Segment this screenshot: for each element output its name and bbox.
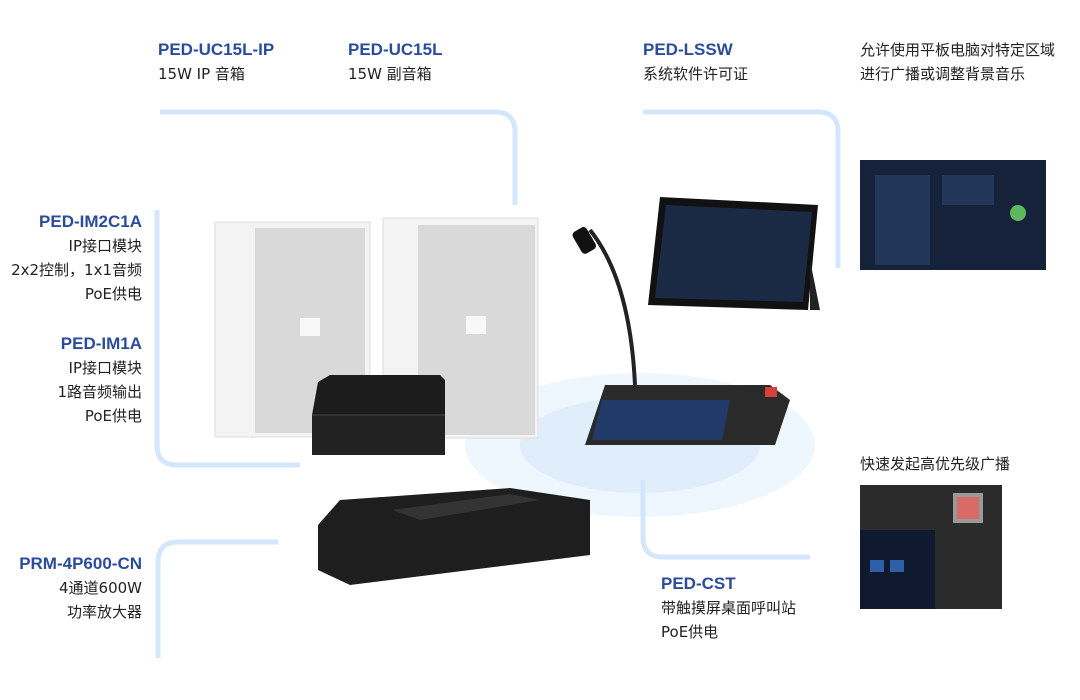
model-desc: 2x2控制，1x1音频 xyxy=(11,261,142,279)
tablet xyxy=(648,197,820,310)
info-icon xyxy=(870,560,884,572)
callout-priority: 快速发起高优先级广播 xyxy=(860,452,1010,476)
model-desc: PoE供电 xyxy=(661,623,719,641)
model-desc: 4通道600W xyxy=(58,579,142,597)
exit-icon xyxy=(890,560,904,572)
line-cst xyxy=(640,480,810,560)
line-speakers xyxy=(160,109,518,205)
callout-line: 允许使用平板电脑对特定区域 xyxy=(860,41,1056,59)
call-station xyxy=(572,227,790,445)
line-prm xyxy=(155,539,278,658)
priority-button-closeup xyxy=(860,485,1002,609)
model-desc: 功率放大器 xyxy=(66,603,142,621)
label-prm-4p600-cn: PRM-4P600-CN 4通道600W 功率放大器 xyxy=(19,552,142,624)
model-desc: 15W 副音箱 xyxy=(348,65,432,83)
label-ped-uc15l: PED-UC15L 15W 副音箱 xyxy=(348,38,442,86)
model-name: PED-CST xyxy=(661,574,736,593)
label-ped-im1a: PED-IM1A IP接口模块 1路音频输出 PoE供电 xyxy=(57,332,142,428)
model-desc: 1路音频输出 xyxy=(57,383,142,401)
callout-tablet: 允许使用平板电脑对特定区域 进行广播或调整背景音乐 xyxy=(860,38,1055,86)
ip-modules xyxy=(312,375,445,455)
model-desc: PoE供电 xyxy=(84,285,142,303)
callout-line: 进行广播或调整背景音乐 xyxy=(860,65,1026,83)
model-name: PED-LSSW xyxy=(643,40,733,59)
model-desc: 带触摸屏桌面呼叫站 xyxy=(661,599,797,617)
amplifier xyxy=(318,488,590,585)
label-ped-lssw: PED-LSSW 系统软件许可证 xyxy=(643,38,748,86)
model-desc: IP接口模块 xyxy=(68,237,142,255)
model-name: PED-UC15L xyxy=(348,40,443,59)
model-desc: PoE供电 xyxy=(84,407,142,425)
model-desc: IP接口模块 xyxy=(68,359,142,377)
software-screenshot xyxy=(860,160,1046,270)
model-name: PRM-4P600-CN xyxy=(19,554,142,573)
line-im xyxy=(154,210,300,468)
priority-button-icon xyxy=(957,497,979,519)
callout-line: 快速发起高优先级广播 xyxy=(860,455,1011,473)
model-name: PED-IM2C1A xyxy=(39,212,142,231)
model-desc: 系统软件许可证 xyxy=(643,65,749,83)
model-name: PED-IM1A xyxy=(60,334,142,353)
label-ped-uc15l-ip: PED-UC15L-IP 15W IP 音箱 xyxy=(158,38,274,86)
add-icon xyxy=(1010,205,1026,221)
model-desc: 15W IP 音箱 xyxy=(158,65,245,83)
line-lssw xyxy=(643,109,841,268)
model-name: PED-UC15L-IP xyxy=(158,40,275,59)
label-ped-cst: PED-CST 带触摸屏桌面呼叫站 PoE供电 xyxy=(661,572,796,644)
label-ped-im2c1a: PED-IM2C1A IP接口模块 2x2控制，1x1音频 PoE供电 xyxy=(11,210,142,306)
